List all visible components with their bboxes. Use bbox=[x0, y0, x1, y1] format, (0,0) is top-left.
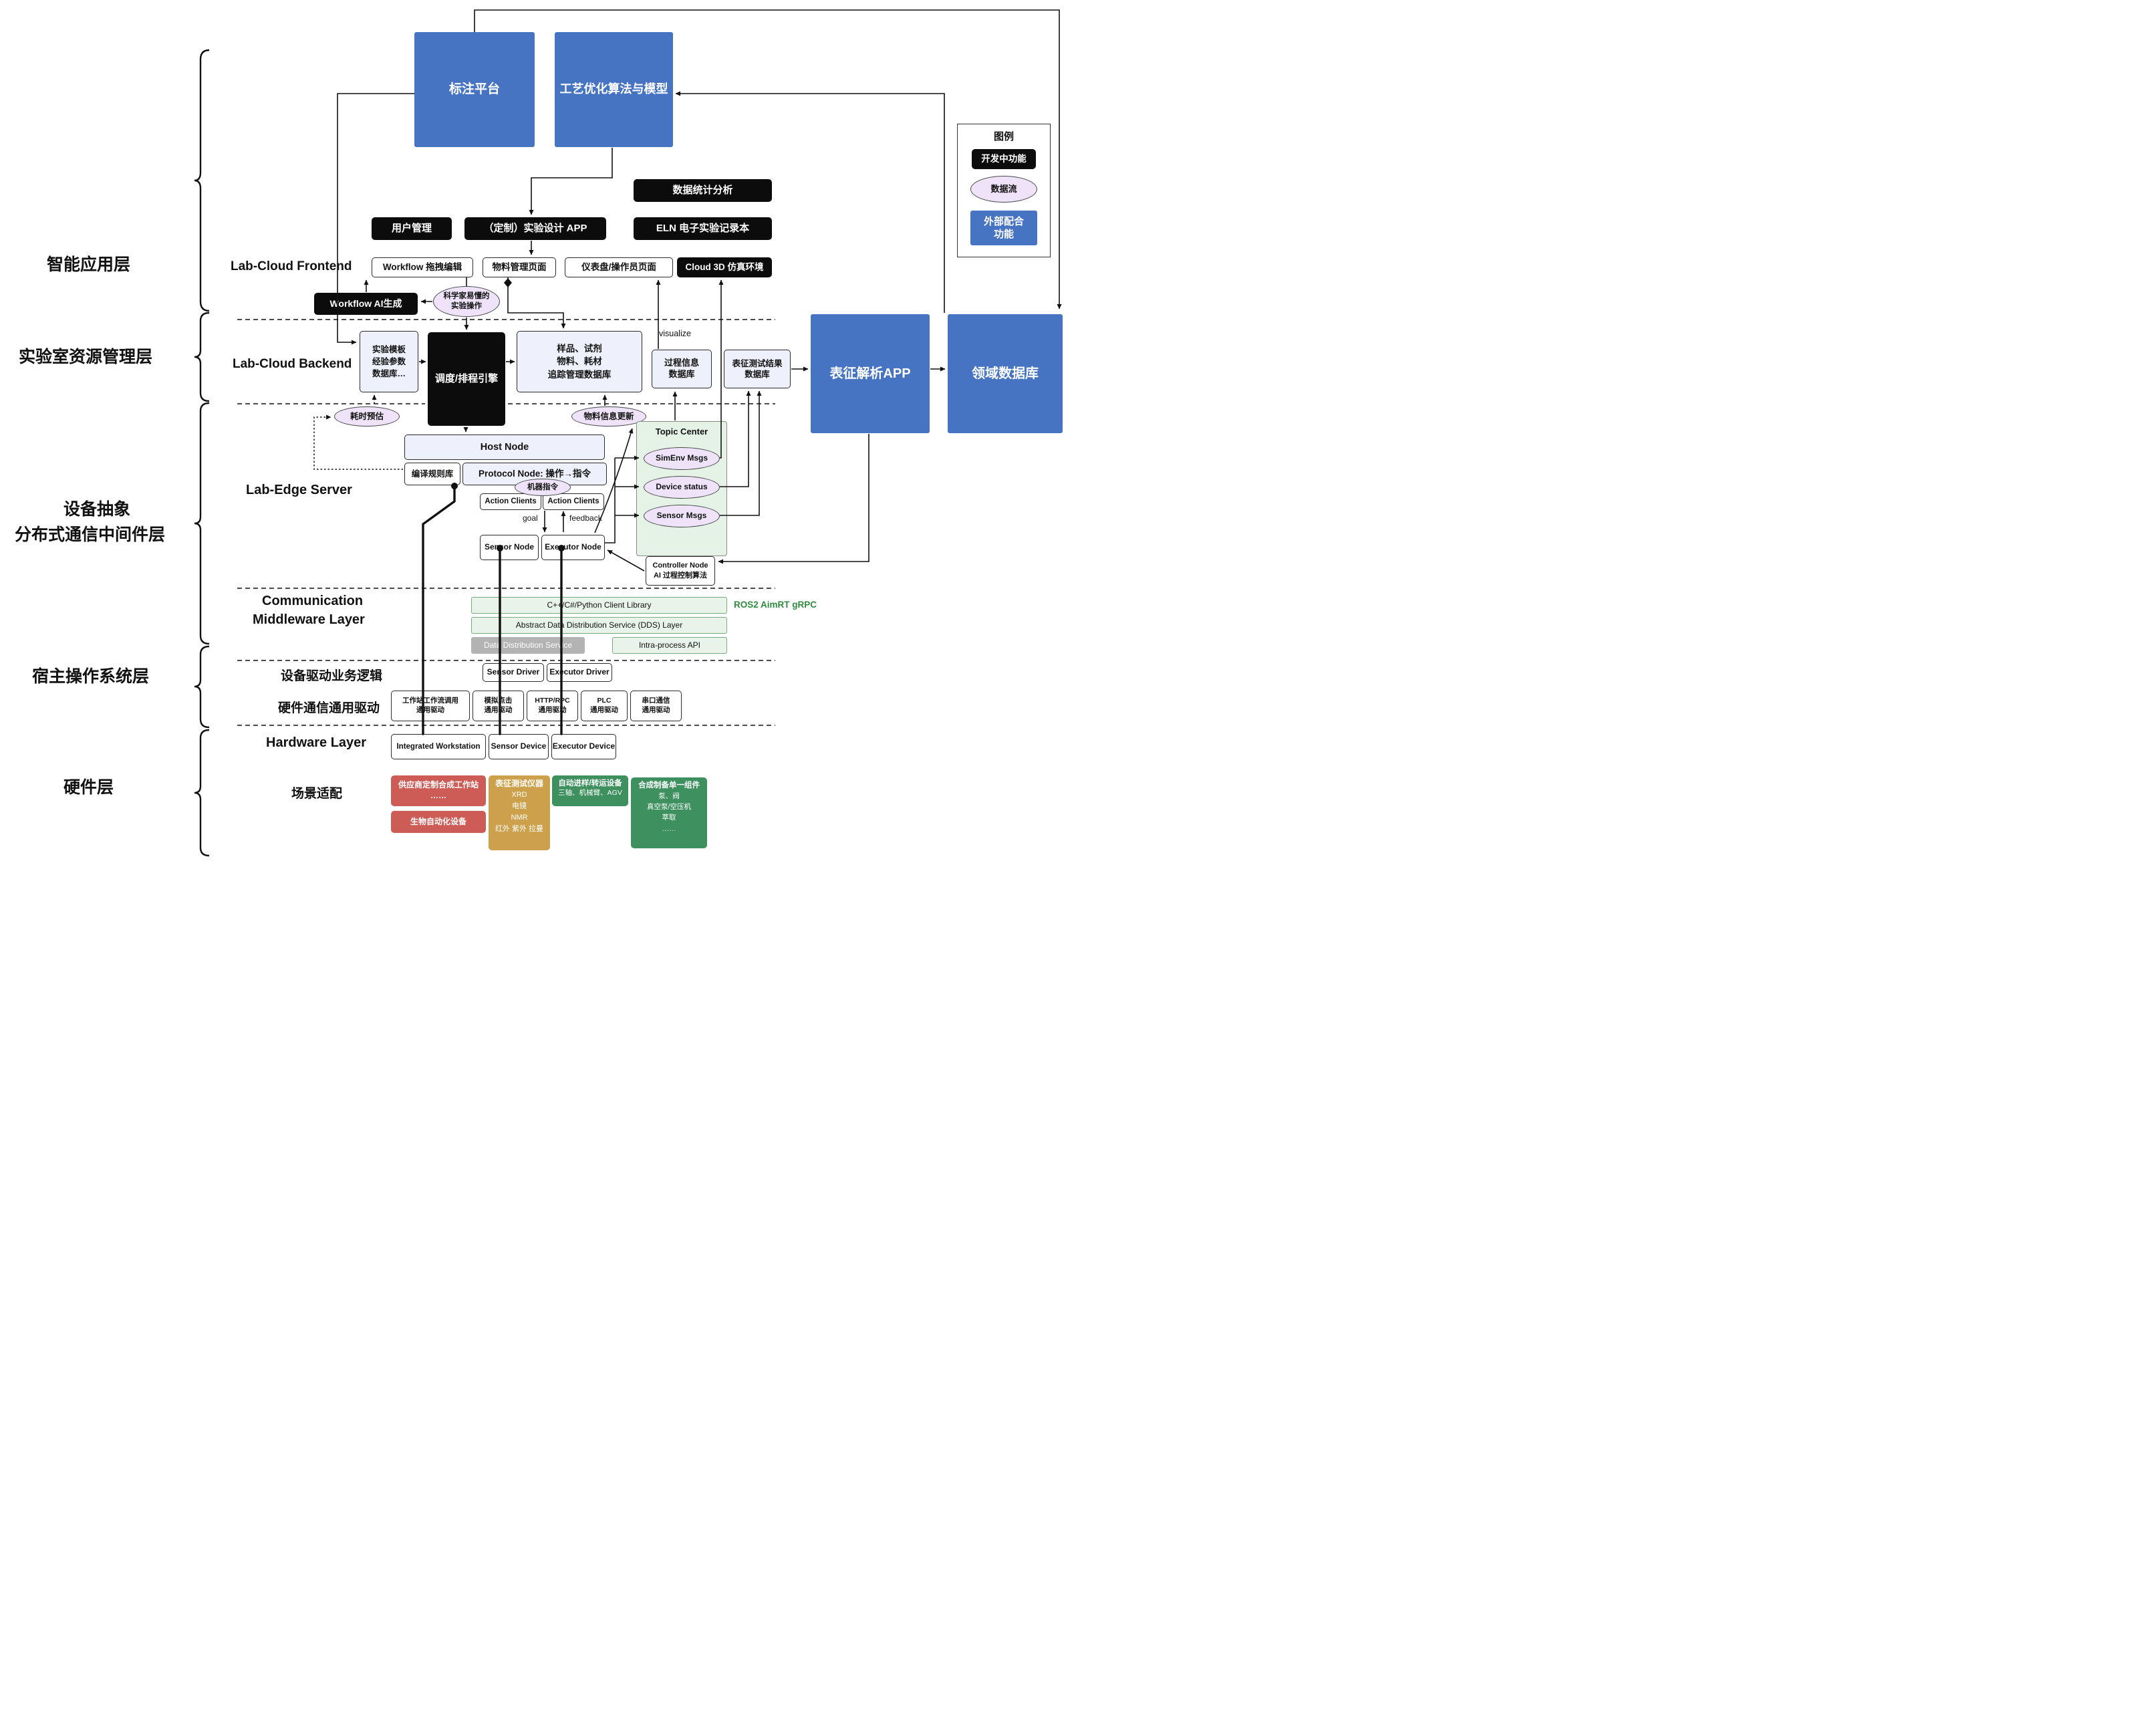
characterization-app-box: 表征解析APP bbox=[811, 314, 930, 433]
layer-label-host-os: 宿主操作系统层 bbox=[32, 667, 150, 686]
layer-label-app: 智能应用层 bbox=[47, 255, 131, 274]
legend-title: 图例 bbox=[994, 131, 1015, 142]
process-optimization-box: 工艺优化算法与模型 bbox=[555, 32, 673, 147]
characterization-instruments-box: 表征测试仪器 XRD 电镜 NMR 红外 紫外 拉曼 bbox=[489, 775, 550, 850]
sensor-msgs-dataflow: Sensor Msgs bbox=[644, 505, 720, 527]
synth-items: 泵、阀 真空泵/空压机 萃取 …… bbox=[647, 791, 691, 833]
annotation-platform-box: 标注平台 bbox=[414, 32, 535, 147]
compile-lib-box: 编译规则库 bbox=[404, 463, 460, 485]
workflow-ai-box: Workflow AI生成 bbox=[314, 293, 418, 315]
dds-layer-box: Abstract Data Distribution Service (DDS)… bbox=[471, 617, 727, 634]
topic-center-title: Topic Center bbox=[655, 426, 708, 437]
action-clients-left-box: Action Clients bbox=[480, 493, 541, 510]
legend-developing-swatch: 开发中功能 bbox=[972, 149, 1036, 169]
integrated-workstation-box: Integrated Workstation bbox=[391, 734, 486, 759]
scheduler-box: 调度/排程引擎 bbox=[428, 332, 505, 426]
controller-node-box: Controller Node AI 过程控制算法 bbox=[646, 556, 715, 586]
sensor-node-box: Sensor Node bbox=[480, 535, 539, 560]
workflow-edit-box: Workflow 拖拽编辑 bbox=[372, 257, 473, 277]
time-estimate-dataflow: 耗时预估 bbox=[334, 406, 400, 426]
driver-click-box: 模拟点击 通用驱动 bbox=[473, 691, 524, 721]
material-page-box: 物料管理页面 bbox=[483, 257, 556, 277]
layer-label-hardware: 硬件层 bbox=[63, 778, 114, 797]
domain-db-box: 领域数据库 bbox=[948, 314, 1063, 433]
dds-service-box: Data Distribution Service bbox=[471, 637, 585, 654]
scenario-label: 场景适配 bbox=[291, 787, 343, 801]
result-db-box: 表征测试结果 数据库 bbox=[724, 350, 791, 388]
transfer-title: 自动进样/转运设备 bbox=[558, 779, 622, 787]
legend-dataflow-swatch: 数据流 bbox=[970, 176, 1037, 203]
executor-node-box: Executor Node bbox=[541, 535, 605, 560]
executor-driver-box: Executor Driver bbox=[547, 663, 612, 682]
executor-device-box: Executor Device bbox=[551, 734, 616, 759]
char-instr-items: XRD 电镜 NMR 红外 紫外 拉曼 bbox=[495, 790, 544, 833]
cloud3d-box: Cloud 3D 仿真环境 bbox=[677, 257, 772, 277]
host-node-box: Host Node bbox=[404, 435, 605, 460]
transfer-items: 三轴、机械臂、AGV bbox=[558, 788, 622, 797]
goal-label: goal bbox=[523, 513, 538, 523]
action-clients-right-box: Action Clients bbox=[543, 493, 604, 510]
synth-title: 合成制备单一组件 bbox=[638, 781, 700, 789]
backend-section-label: Lab-Cloud Backend bbox=[233, 357, 352, 371]
edge-server-section-label: Lab-Edge Server bbox=[246, 483, 352, 497]
layer-label-device-abstraction: 设备抽象 bbox=[63, 500, 131, 519]
custom-experiment-app-box: （定制）实验设计 APP bbox=[464, 217, 606, 240]
legend-external-swatch: 外部配合 功能 bbox=[970, 211, 1037, 245]
driver-plc-box: PLC 通用驱动 bbox=[581, 691, 628, 721]
eln-box: ELN 电子实验记录本 bbox=[634, 217, 772, 240]
comm-middleware-label-2: Middleware Layer bbox=[253, 612, 365, 627]
driver-workstation-box: 工作站工作流调用 通用驱动 bbox=[391, 691, 470, 721]
sensor-device-box: Sensor Device bbox=[489, 734, 549, 759]
driver-logic-label: 设备驱动业务逻辑 bbox=[281, 669, 383, 683]
sci-ops-dataflow: 科学家易懂的 实验操作 bbox=[433, 286, 500, 317]
topic-center-panel: Topic Center SimEnv Msgs Device status S… bbox=[636, 421, 727, 556]
char-instr-title: 表征测试仪器 bbox=[495, 779, 543, 788]
bio-automation-box: 生物自动化设备 bbox=[391, 811, 486, 833]
ros-stack-label: ROS2 AimRT gRPC bbox=[734, 600, 817, 610]
frontend-section-label: Lab-Cloud Frontend bbox=[231, 259, 352, 273]
transfer-equipment-box: 自动进样/转运设备 三轴、机械臂、AGV bbox=[552, 775, 628, 806]
hw-driver-label: 硬件通信通用驱动 bbox=[278, 701, 380, 715]
robot-instruction-dataflow: 机器指令 bbox=[515, 479, 571, 496]
comm-middleware-label-1: Communication bbox=[262, 594, 364, 608]
layer-braces bbox=[194, 49, 210, 857]
vendor-workstation-box: 供应商定制合成工作站 …… bbox=[391, 775, 486, 806]
dashboard-page-box: 仪表盘/操作员页面 bbox=[565, 257, 673, 277]
intra-process-api-box: Intra-process API bbox=[612, 637, 727, 654]
architecture-diagram: 智能应用层 实验室资源管理层 设备抽象 分布式通信中间件层 宿主操作系统层 硬件… bbox=[0, 0, 1078, 860]
layer-label-middleware: 分布式通信中间件层 bbox=[15, 525, 166, 544]
driver-serial-box: 串口通信 通用驱动 bbox=[630, 691, 682, 721]
sensor-driver-box: Sensor Driver bbox=[483, 663, 544, 682]
simenv-msgs-dataflow: SimEnv Msgs bbox=[644, 447, 720, 470]
sample-db-box: 样品、试剂 物料、耗材 追踪管理数据库 bbox=[517, 331, 642, 392]
driver-http-rpc-box: HTTP/RPC 通用驱动 bbox=[527, 691, 578, 721]
hardware-section-label: Hardware Layer bbox=[266, 735, 367, 750]
client-library-box: C++/C#/Python Client Library bbox=[471, 597, 727, 614]
device-status-dataflow: Device status bbox=[644, 476, 720, 499]
template-db-box: 实验模板 经验参数 数据库… bbox=[360, 331, 418, 392]
user-mgmt-box: 用户管理 bbox=[372, 217, 452, 240]
material-update-dataflow: 物料信息更新 bbox=[571, 406, 646, 426]
synthesis-components-box: 合成制备单一组件 泵、阀 真空泵/空压机 萃取 …… bbox=[631, 777, 707, 848]
process-db-box: 过程信息 数据库 bbox=[652, 350, 712, 388]
data-stats-box: 数据统计分析 bbox=[634, 179, 772, 202]
visualize-label: visualize bbox=[659, 329, 691, 338]
feedback-label: feedback bbox=[569, 513, 602, 523]
layer-label-resource: 实验室资源管理层 bbox=[19, 348, 153, 366]
